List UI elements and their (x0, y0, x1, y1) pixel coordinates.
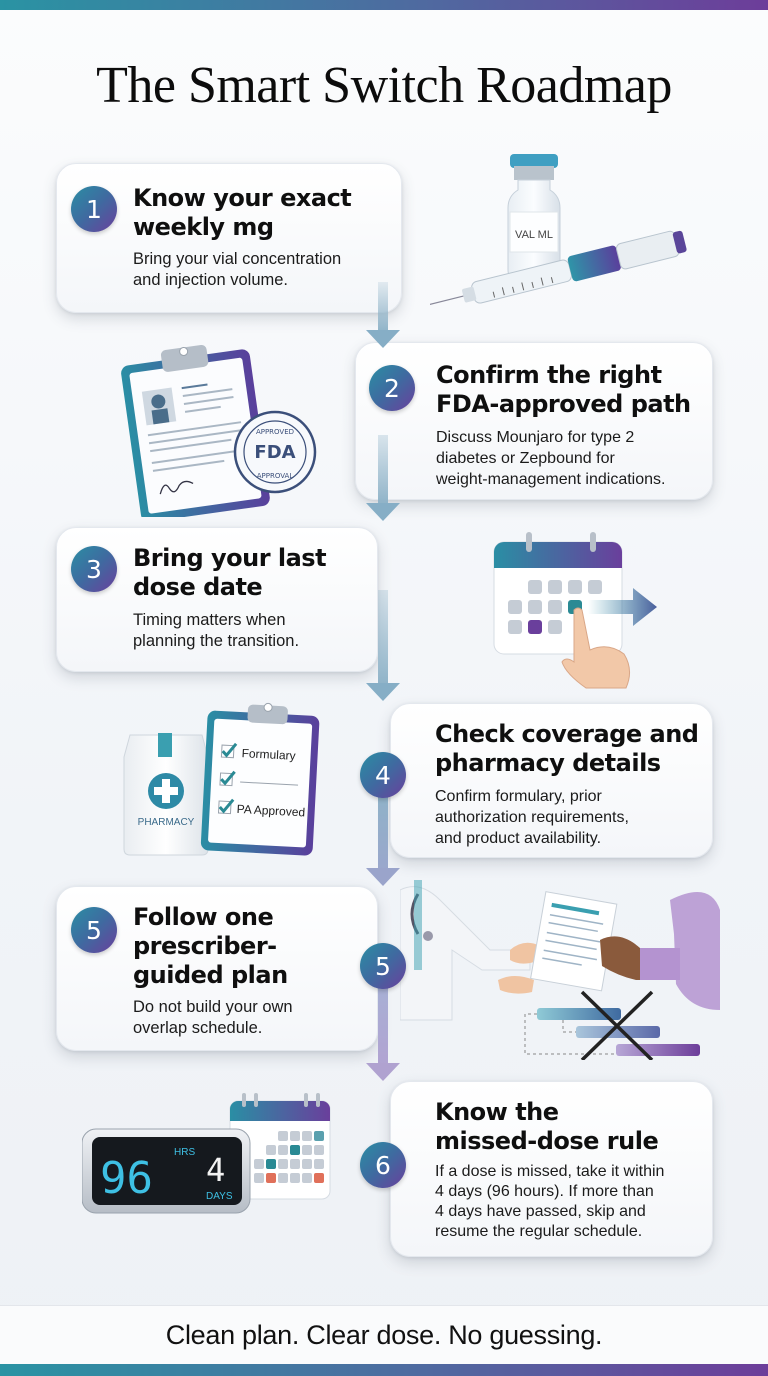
hand-pointer-icon (561, 607, 630, 689)
clipboard-icon (121, 344, 270, 522)
svg-text:VAL ML: VAL ML (515, 229, 553, 241)
top-gradient-bar (0, 0, 768, 10)
cross-x-icon (580, 990, 654, 1062)
step-title: Check coverage and pharmacy details (435, 720, 699, 777)
svg-text:FDA: FDA (254, 442, 295, 463)
step-description: If a dose is missed, take it within 4 da… (435, 1163, 665, 1240)
step-card-4: Check coverage and pharmacy details Conf… (390, 703, 713, 858)
calendar-hand-illustration (490, 530, 665, 690)
svg-text:PA Approved: PA Approved (236, 802, 305, 820)
svg-text:4: 4 (206, 1151, 225, 1189)
step-description: Timing matters when planning the transit… (133, 611, 300, 650)
bottom-gradient-bar (0, 1364, 768, 1376)
svg-text:APPROVED: APPROVED (256, 428, 294, 436)
prescriber-handoff-illustration (399, 880, 720, 1062)
step-description: Discuss Mounjaro for type 2 diabetes or … (436, 429, 666, 488)
step-number-badge: 2 (369, 365, 415, 411)
connector-2-3 (378, 435, 388, 505)
clock-calendar-illustration: 96 HRS 4 DAYS (81, 1093, 342, 1223)
step-title: Bring your last dose date (133, 544, 327, 601)
step-title: Know the missed-dose rule (435, 1098, 659, 1155)
calendar-icon (493, 532, 657, 689)
svg-text:DAYS: DAYS (206, 1191, 233, 1202)
step-number-badge: 5 (71, 907, 117, 953)
doctor-icon (399, 880, 540, 1021)
svg-text:Formulary: Formulary (241, 746, 296, 763)
svg-text:HRS: HRS (174, 1147, 195, 1158)
page-title: The Smart Switch Roadmap (96, 57, 672, 114)
step-card-5: 5 Follow one prescriber- guided plan Do … (56, 886, 378, 1051)
arrow-down-icon (366, 1063, 400, 1081)
connector-3-4 (378, 590, 388, 685)
step-description: Confirm formulary, prior authorization r… (435, 788, 629, 847)
step-number-badge: 3 (71, 546, 117, 592)
arrow-down-icon (366, 683, 400, 701)
step-card-3: 3 Bring your last dose date Timing matte… (56, 527, 378, 672)
step-number-badge: 4 (360, 752, 406, 798)
digital-clock-icon: 96 HRS 4 DAYS (81, 1128, 251, 1214)
connector-1-2 (378, 282, 388, 332)
arrow-right-icon (588, 588, 657, 626)
step-number-badge: 1 (71, 186, 117, 232)
fda-clipboard-illustration: FDA APPROVED APPROVAL (110, 342, 330, 522)
step-title: Confirm the right FDA-approved path (436, 361, 691, 418)
step-card-2: 2 Confirm the right FDA-approved path Di… (355, 342, 713, 500)
vial-and-pen-illustration: VAL ML (429, 148, 690, 318)
step-description: Do not build your own overlap schedule. (133, 998, 293, 1037)
connector-step-badge: 5 (360, 943, 406, 989)
pharmacy-checklist-illustration: PHARMACY Formulary PA Approved (108, 695, 333, 865)
svg-text:APPROVAL: APPROVAL (257, 472, 294, 480)
injection-pen-icon: VAL ML (429, 154, 687, 306)
footer-tagline-bar: Clean plan. Clear dose. No guessing. (0, 1305, 768, 1364)
step-card-1: 1 Know your exact weekly mg Bring your v… (56, 163, 402, 313)
step-description: Bring your vial concentration and inject… (133, 250, 342, 289)
calendar-icon (229, 1093, 331, 1200)
fda-approval-stamp-icon: FDA APPROVED APPROVAL (233, 410, 317, 494)
arrow-down-icon (366, 868, 400, 886)
svg-text:96: 96 (100, 1153, 153, 1204)
pharmacy-bag-icon: PHARMACY (123, 733, 209, 856)
checklist-clipboard-icon: Formulary PA Approved (200, 702, 320, 856)
connector-4-5 (378, 790, 388, 870)
step-title: Know your exact weekly mg (133, 184, 352, 241)
connector-5-6 (378, 985, 388, 1065)
step-title: Follow one prescriber- guided plan (133, 903, 288, 989)
step-number-badge: 6 (360, 1142, 406, 1188)
arrow-down-icon (366, 503, 400, 521)
arrow-down-icon (366, 330, 400, 348)
svg-text:PHARMACY: PHARMACY (138, 817, 195, 828)
footer-tagline: Clean plan. Clear dose. No guessing. (165, 1319, 603, 1350)
step-card-6: Know the missed-dose rule If a dose is m… (390, 1081, 713, 1257)
